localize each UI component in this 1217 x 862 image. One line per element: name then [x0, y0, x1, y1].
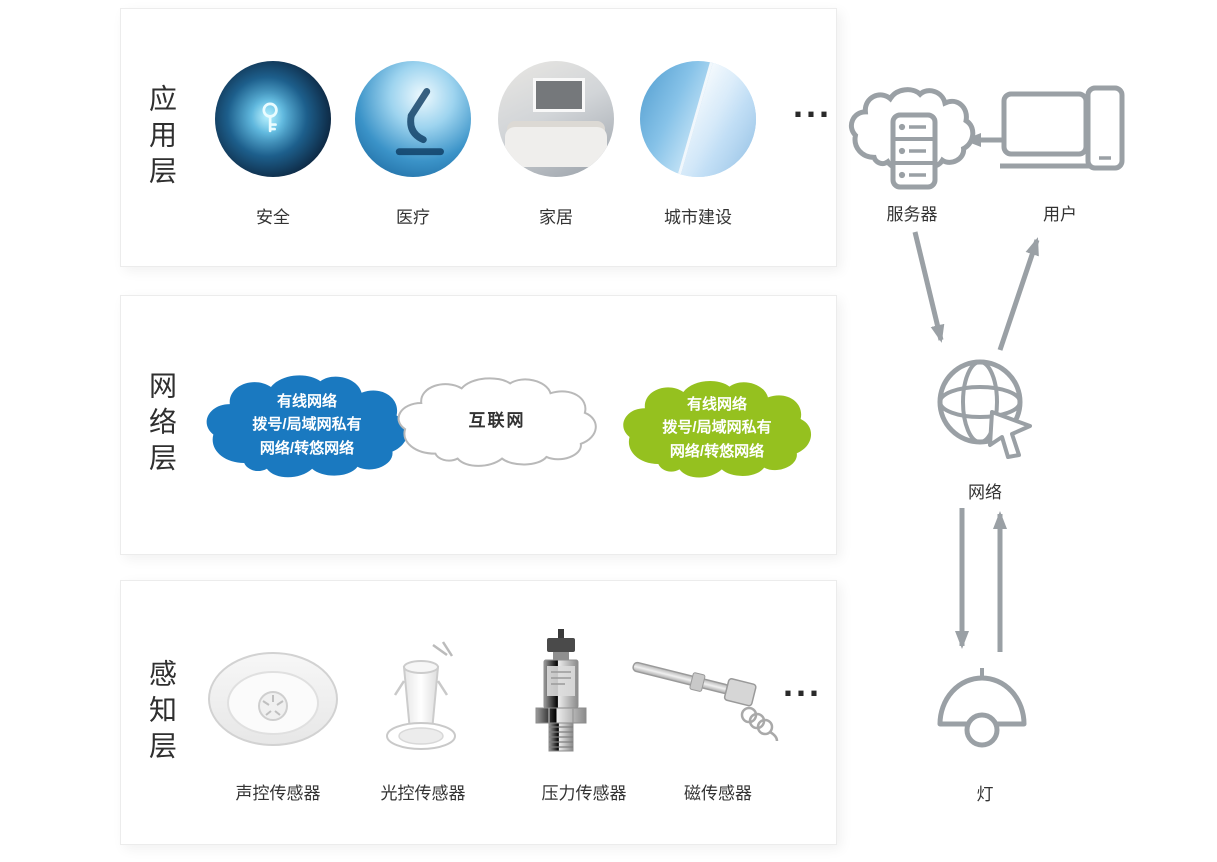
city-photo — [640, 61, 756, 177]
wired-network-cloud-right: 有线网络 拨号/局域网私有 网络/转悠网络 — [618, 374, 816, 482]
light-sensor-label: 光控传感器 — [380, 784, 466, 803]
lamp-label: 灯 — [976, 785, 994, 804]
monitor-icon — [1001, 91, 1089, 157]
light-sensor-image — [373, 639, 468, 764]
smoke-detector-icon — [208, 652, 338, 746]
network-label: 网络 — [968, 483, 1002, 502]
application-layer-label: 应用层 — [146, 83, 177, 192]
cursor-pointer-icon — [988, 410, 1032, 459]
cloud-shape-green — [623, 380, 812, 478]
server-cabinet-icon — [890, 112, 938, 190]
arrow-network-to-user — [997, 237, 1040, 351]
arrow-server-to-network — [912, 231, 945, 343]
skyscraper-shape — [672, 61, 756, 177]
cloud-shape-blue — [206, 375, 408, 478]
sound-sensor-image — [206, 649, 341, 754]
bed-shape — [504, 127, 608, 167]
wired-network-cloud-left: 有线网络 拨号/局域网私有 网络/转悠网络 — [201, 368, 413, 482]
cloud-line: 网络/转悠网络 — [259, 439, 355, 457]
user-label: 用户 — [1043, 205, 1077, 224]
pressure-transducer-icon — [535, 629, 587, 752]
perception-layer-label: 感知层 — [146, 658, 177, 767]
magnetic-sensor-label: 磁传感器 — [684, 784, 752, 803]
key-icon — [262, 102, 278, 133]
network-layer-box: 网络层 有线网络 拨号/局域网私有 网络/转悠网络 互联网 有线网络 拨 — [120, 295, 837, 555]
server-icon — [848, 84, 976, 196]
tablet-icon — [1085, 85, 1125, 171]
sound-sensor-label: 声控传感器 — [235, 784, 321, 803]
wired-network-text-left: 有线网络 拨号/局域网私有 网络/转悠网络 — [201, 368, 413, 482]
wall-art — [532, 78, 586, 113]
downlight-icon — [386, 641, 456, 750]
cloud-shape-white — [393, 372, 601, 470]
application-layer-box: 应用层 安全 医疗 家居 城市建设 — [120, 8, 837, 267]
internet-cloud: 互联网 — [393, 372, 601, 470]
perception-ellipsis: ... — [783, 663, 823, 704]
medical-photo — [355, 61, 471, 177]
cloud-line: 有线网络 — [686, 396, 747, 414]
magnetic-probe-icon — [632, 661, 779, 742]
medical-label: 医疗 — [396, 208, 430, 227]
cloud-line: 拨号/局域网私有 — [252, 416, 362, 434]
wired-network-text-right: 有线网络 拨号/局域网私有 网络/转悠网络 — [618, 374, 816, 482]
cloud-line: 网络/转悠网络 — [669, 442, 765, 460]
perception-layer-box: 感知层 声控传感器 — [120, 580, 837, 845]
application-ellipsis: ... — [793, 84, 833, 125]
security-label: 安全 — [256, 208, 290, 227]
security-photo — [215, 61, 331, 177]
user-devices-icon — [1000, 84, 1126, 184]
cloud-line: 有线网络 — [276, 393, 337, 411]
home-label: 家居 — [539, 208, 573, 227]
home-photo — [498, 61, 614, 177]
pressure-sensor-label: 压力传感器 — [541, 784, 627, 803]
network-layer-label: 网络层 — [146, 371, 177, 479]
network-globe-icon — [932, 356, 1032, 462]
magnetic-sensor-image — [629, 636, 779, 746]
internet-label: 互联网 — [468, 410, 526, 430]
server-label: 服务器 — [886, 205, 938, 224]
cloud-line: 拨号/局域网私有 — [662, 419, 772, 437]
city-label: 城市建设 — [664, 208, 732, 227]
pressure-sensor-image — [506, 629, 616, 761]
lamp-icon — [930, 660, 1034, 764]
microscope-icon — [395, 88, 444, 156]
